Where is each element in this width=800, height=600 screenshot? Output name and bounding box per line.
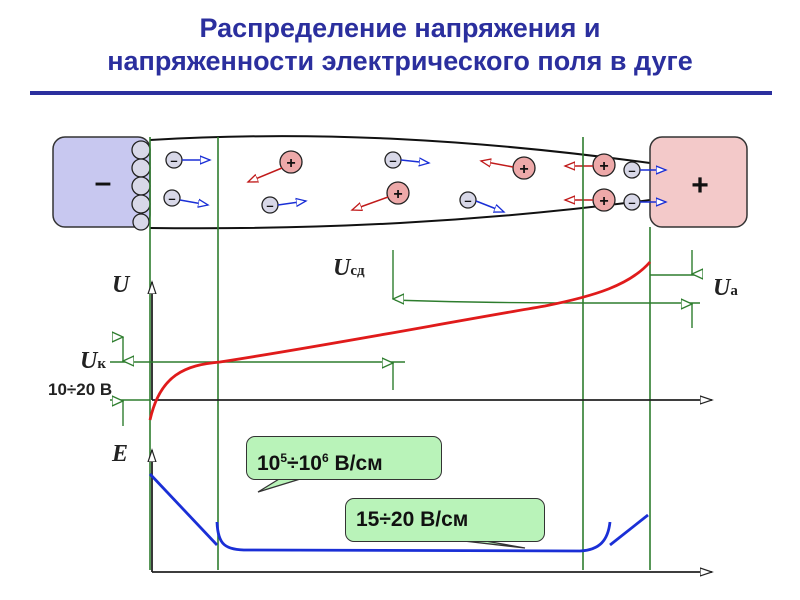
cathode-electron-cloud [131, 140, 151, 231]
voltage-curve [148, 261, 652, 421]
title-line-1: Распределение напряжения и [199, 13, 601, 43]
svg-text:+: + [519, 161, 528, 178]
field-curve [148, 473, 649, 553]
electron-particle: – [459, 191, 504, 212]
ion-particle: + [248, 150, 303, 183]
voltage-axis-label: U [112, 272, 130, 298]
svg-text:+: + [599, 193, 608, 210]
cathode-voltage-label: Uк [80, 348, 106, 374]
electron-particle: – [163, 189, 208, 206]
svg-text:+: + [393, 186, 402, 203]
near-electrode-field-callout: 105÷106 В/см [246, 436, 442, 480]
column-field-callout: 15÷20 В/см [345, 498, 545, 542]
electron-particle: – [623, 161, 666, 179]
anode [649, 136, 748, 228]
title-underline [30, 91, 772, 95]
page-title: Распределение напряжения и напряженности… [0, 12, 800, 78]
cathode-voltage-value: 10÷20 В [48, 380, 113, 399]
positive-ions: + + + + + [248, 150, 616, 212]
field-axis-label: E [112, 441, 129, 467]
svg-text:+: + [286, 155, 295, 172]
anode-voltage-label: Uа [713, 275, 738, 301]
ion-particle: + [565, 188, 616, 212]
cathode-sign: – [95, 166, 112, 199]
svg-text:–: – [170, 153, 177, 168]
electron-particle: – [261, 196, 306, 214]
svg-text:–: – [389, 153, 396, 168]
arc-column [149, 135, 651, 230]
svg-text:–: – [464, 193, 471, 208]
svg-text:–: – [266, 198, 273, 213]
reference-lines [110, 274, 700, 401]
field-axes [152, 450, 712, 572]
electron-particle: – [623, 193, 666, 211]
dimension-arrows [123, 250, 692, 426]
electron-particle: – [165, 151, 210, 169]
ion-particle: + [352, 181, 410, 210]
electrons: – – – – – – – [163, 151, 666, 214]
ion-particle: + [565, 153, 616, 177]
ion-particle: + [481, 156, 536, 180]
title-line-2: напряженности электрического поля в дуге [107, 46, 693, 76]
anode-sign: + [691, 169, 709, 202]
voltage-axes [152, 282, 712, 400]
region-boundaries [149, 137, 651, 570]
svg-text:–: – [628, 163, 635, 178]
svg-text:+: + [599, 158, 608, 175]
svg-text:–: – [628, 195, 635, 210]
electron-particle: – [384, 151, 429, 169]
svg-text:–: – [168, 191, 175, 206]
column-voltage-label: Uсд [333, 255, 365, 281]
